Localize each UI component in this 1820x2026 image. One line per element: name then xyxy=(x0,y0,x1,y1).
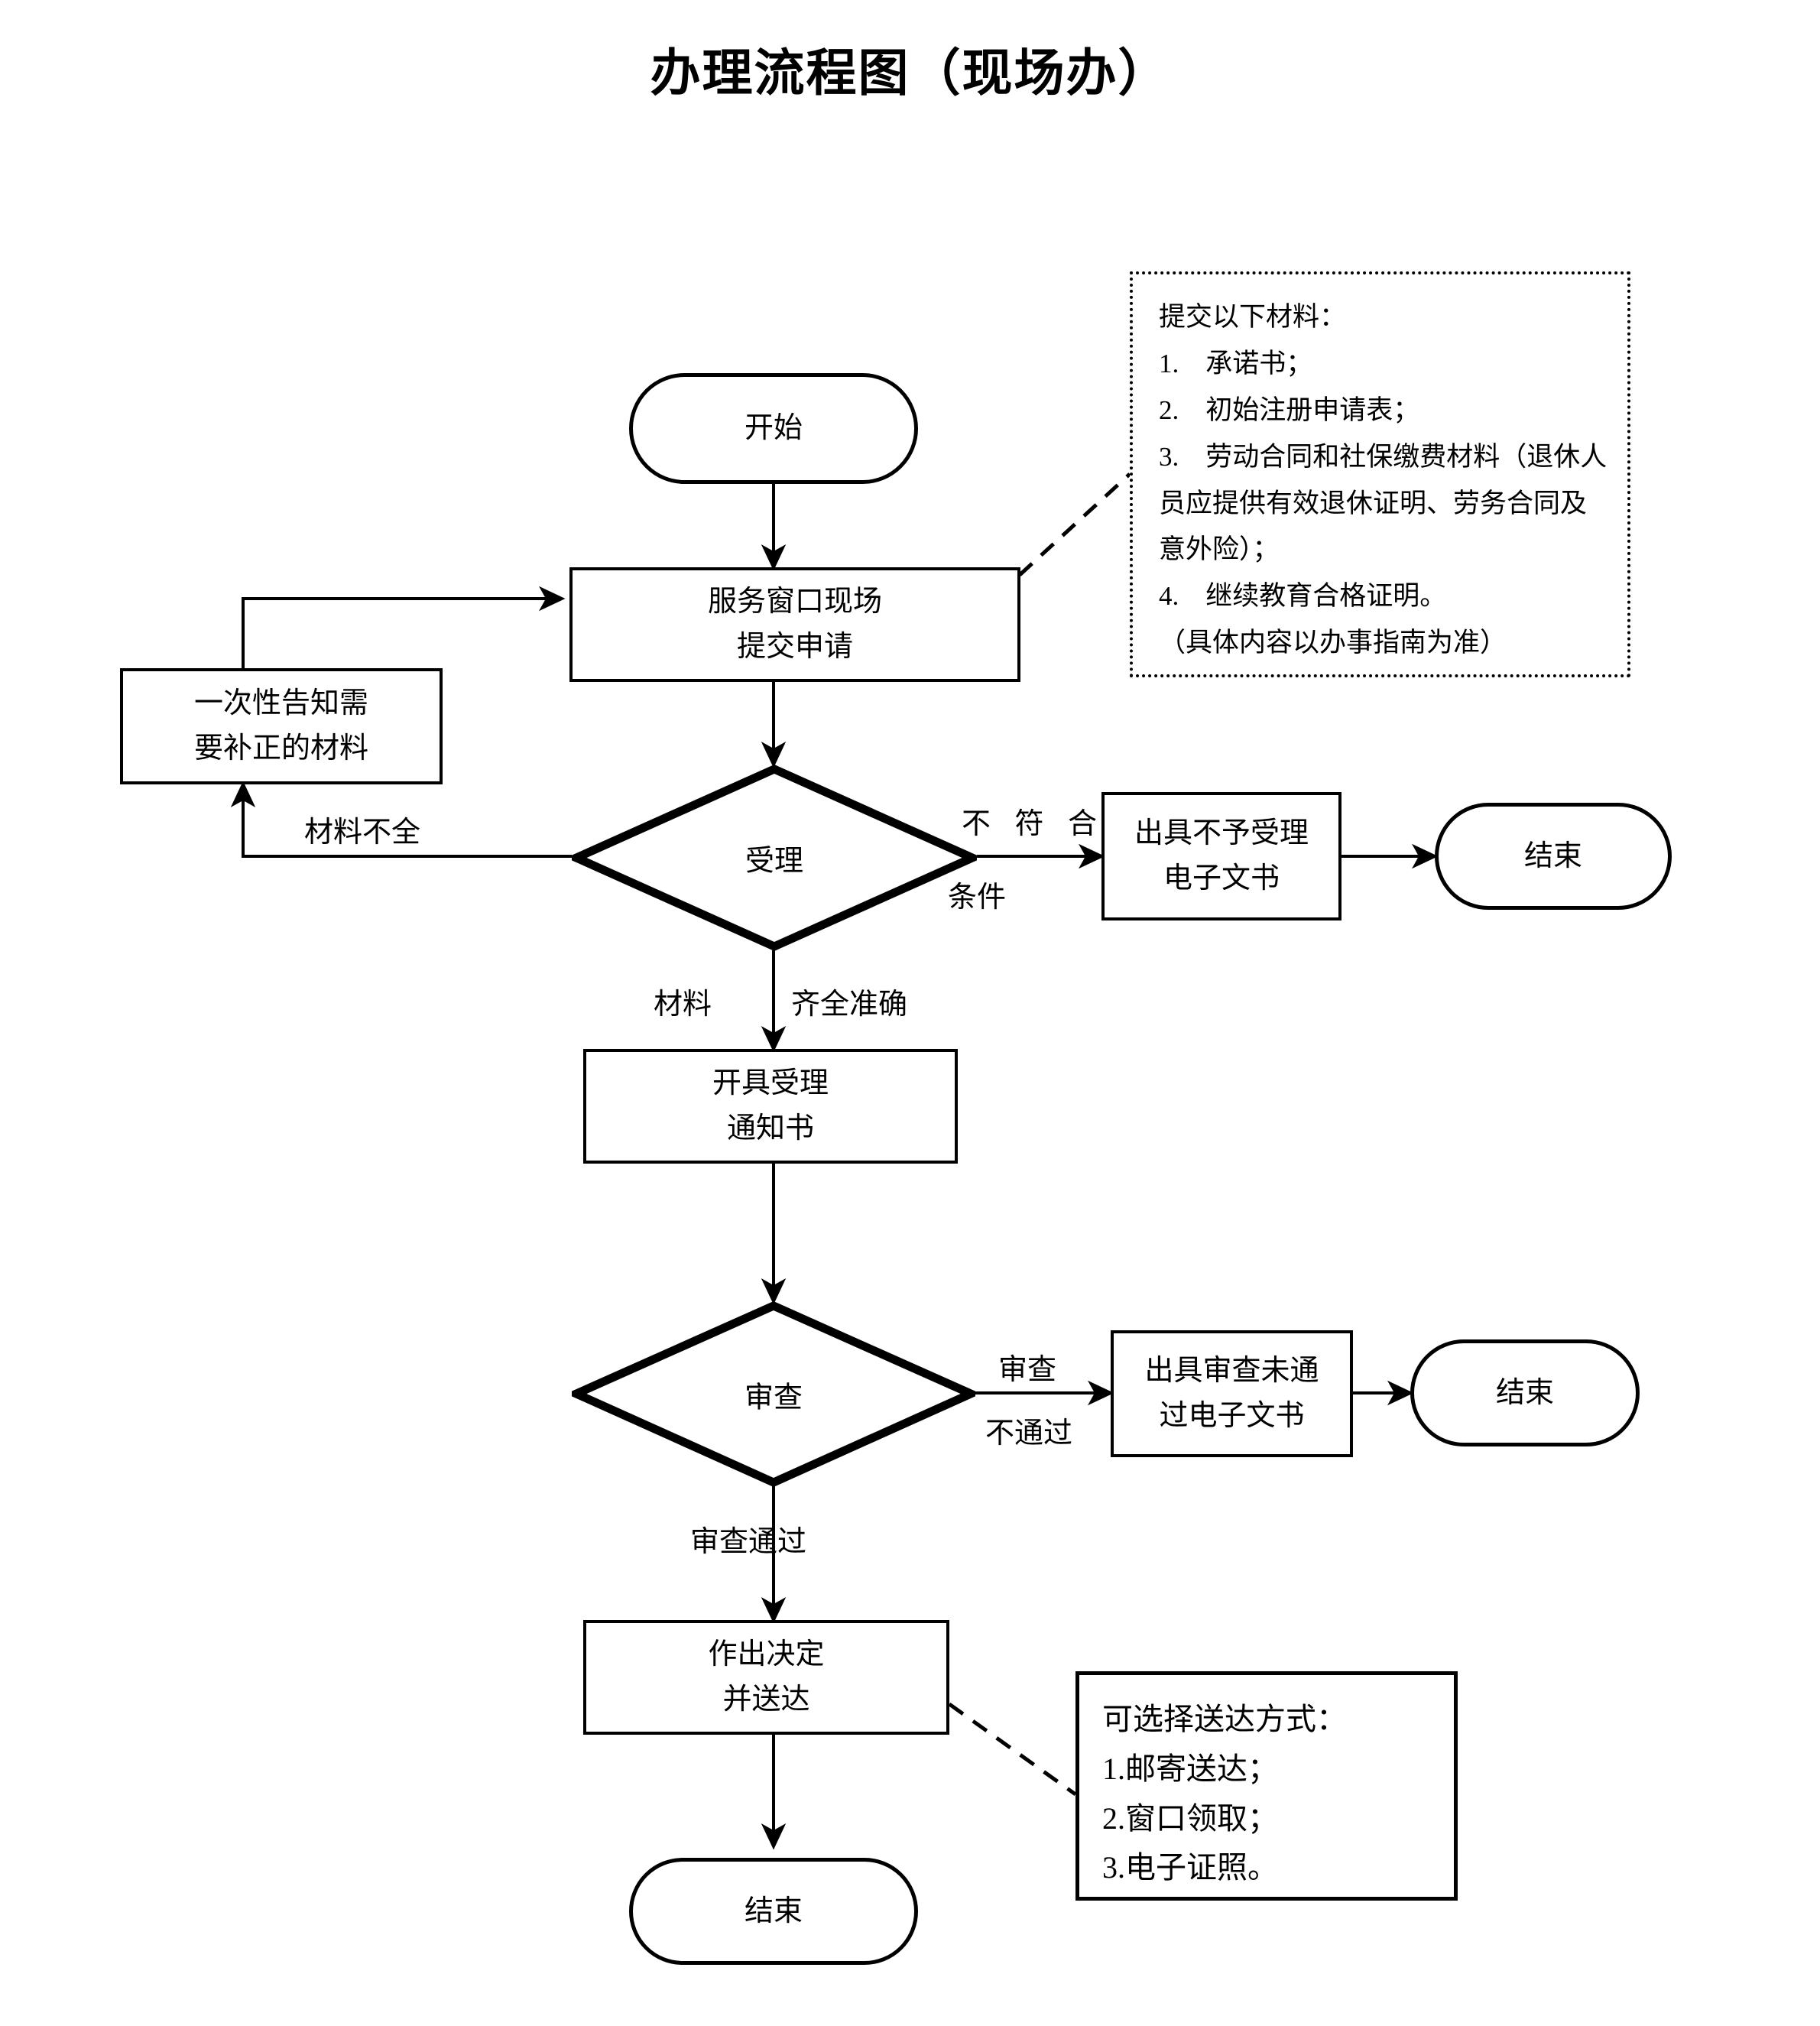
note-delivery-options: 可选择送达方式： 1.邮寄送达； 2.窗口领取； 3.电子证照。 xyxy=(1075,1671,1458,1901)
node-review-fail-line1: 出具审查未通 xyxy=(1144,1355,1319,1388)
node-acceptance-notice[interactable]: 开具受理 通知书 xyxy=(583,1049,958,1164)
node-review-fail-line2: 过电子文书 xyxy=(1159,1400,1305,1432)
note-materials-item-2: 2. 初始注册申请表； xyxy=(1159,394,1420,425)
note-delivery-heading: 可选择送达方式： xyxy=(1102,1702,1347,1736)
note-materials-footnote: （具体内容以办事指南为准） xyxy=(1159,628,1507,658)
node-review-label: 审查 xyxy=(744,1382,803,1414)
node-end-reject[interactable]: 结束 xyxy=(1435,803,1672,910)
leader-submit-to-materials-note xyxy=(1018,472,1131,576)
page-title: 办理流程图（现场办） xyxy=(650,46,1170,102)
node-reject-line2: 电子文书 xyxy=(1163,862,1280,894)
note-materials-item-1: 1. 承诺书； xyxy=(1159,348,1313,378)
note-materials-item-4: 4. 继续教育合格证明。 xyxy=(1159,581,1447,612)
node-decide-line2: 并送达 xyxy=(722,1683,810,1716)
node-submit-line1: 服务窗口现场 xyxy=(707,586,882,619)
node-submit-application[interactable]: 服务窗口现场 提交申请 xyxy=(569,567,1020,682)
note-delivery-item-1: 1.邮寄送达； xyxy=(1102,1751,1278,1786)
node-inform-corrections[interactable]: 一次性告知需 要补正的材料 xyxy=(120,668,443,784)
leader-decide-to-delivery-note xyxy=(948,1702,1077,1797)
node-inform-line2: 要补正的材料 xyxy=(193,732,368,765)
node-reject-line1: 出具不予受理 xyxy=(1134,817,1309,850)
note-materials-heading: 提交以下材料： xyxy=(1159,302,1347,332)
node-inform-line1: 一次性告知需 xyxy=(193,687,368,720)
edge-label-materials-right: 齐全准确 xyxy=(791,989,908,1021)
node-end-final[interactable]: 结束 xyxy=(629,1858,918,1965)
node-notice-line2: 通知书 xyxy=(726,1112,814,1144)
node-end-review-fail[interactable]: 结束 xyxy=(1410,1339,1640,1446)
edge-inform-to-submit xyxy=(242,586,566,668)
node-accept-decision[interactable]: 受理 xyxy=(572,765,977,951)
node-reject-document[interactable]: 出具不予受理 电子文书 xyxy=(1101,792,1341,920)
note-required-materials: 提交以下材料： 1. 承诺书； 2. 初始注册申请表； 3. 劳动合同和社保缴费… xyxy=(1130,271,1630,677)
node-decide-and-deliver[interactable]: 作出决定 并送达 xyxy=(583,1620,949,1735)
note-materials-item-3: 3. 劳动合同和社保缴费材料（退休人 xyxy=(1159,441,1608,472)
edge-label-review-fail-line1: 审查 xyxy=(998,1354,1057,1386)
note-delivery-item-3: 3.电子证照。 xyxy=(1102,1850,1278,1885)
edge-label-materials-incomplete: 材料不全 xyxy=(304,817,421,849)
node-submit-line2: 提交申请 xyxy=(736,631,853,663)
node-decide-line1: 作出决定 xyxy=(708,1638,825,1671)
node-review-fail-document[interactable]: 出具审查未通 过电子文书 xyxy=(1111,1330,1353,1457)
edge-label-review-fail-line2: 不通过 xyxy=(985,1417,1073,1450)
node-review-decision[interactable]: 审查 xyxy=(572,1301,975,1487)
edge-label-materials-left: 材料 xyxy=(654,989,712,1021)
note-materials-item-3-cont-1: 员应提供有效退休证明、劳务合同及 xyxy=(1159,488,1588,518)
node-start-label: 开始 xyxy=(744,412,803,445)
node-end-reject-label: 结束 xyxy=(1523,839,1582,872)
node-notice-line1: 开具受理 xyxy=(712,1067,829,1100)
node-accept-label: 受理 xyxy=(745,845,803,878)
note-delivery-item-2: 2.窗口领取； xyxy=(1102,1800,1278,1836)
node-end-review-fail-label: 结束 xyxy=(1495,1376,1554,1409)
note-materials-item-3-cont-2: 意外险）； xyxy=(1159,534,1280,565)
edge-label-review-pass: 审查通过 xyxy=(690,1526,807,1558)
edge-label-not-qualified-line1: 不 符 合 xyxy=(962,808,1106,840)
edge-label-not-qualified-line2: 条件 xyxy=(948,882,1007,914)
node-start[interactable]: 开始 xyxy=(629,373,918,484)
node-end-final-label: 结束 xyxy=(744,1895,803,1927)
